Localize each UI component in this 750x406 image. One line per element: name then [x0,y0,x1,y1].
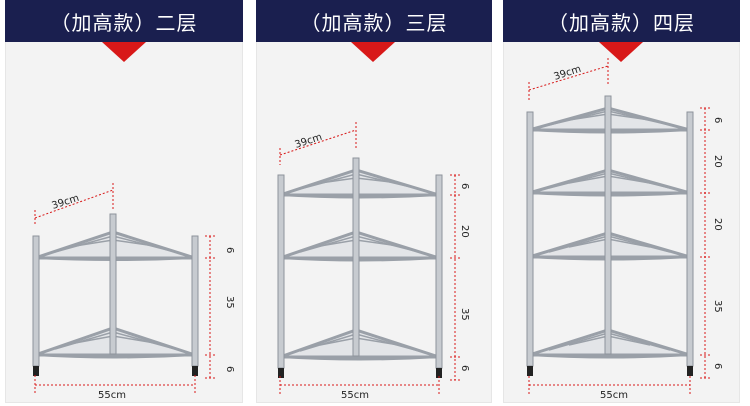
height-label: 20 [712,155,723,168]
bottom-width-label: 55cm [341,390,369,401]
height-label: 6 [224,247,235,253]
height-label: 20 [712,218,723,231]
product-panel-3-tier: （加高款）三层 [256,0,492,403]
height-label: 6 [459,365,470,371]
rack-illustration: 39cm 55cm 6 20 20 35 6 [526,58,723,401]
product-panel-2-tier: （加高款）二层 [5,0,243,403]
product-panel-4-tier: （加高款）四层 [503,0,740,403]
panel-title: （加高款）四层 [503,0,740,42]
rack-illustration: 39cm 55cm 6 35 6 [32,183,235,401]
panel-title: （加高款）二层 [5,0,243,42]
top-width-label: 39cm [294,132,324,151]
height-label: 20 [459,225,470,238]
rack-illustration: 39cm 55cm 6 20 35 6 [277,122,470,401]
height-label: 6 [712,117,723,123]
height-label: 35 [459,308,470,321]
height-label: 35 [712,300,723,313]
down-arrow-icon [102,42,146,62]
down-arrow-icon [351,42,395,62]
top-width-label: 39cm [553,64,583,83]
height-label: 35 [224,296,235,309]
height-label: 6 [459,183,470,189]
bottom-width-label: 55cm [98,390,126,401]
height-label: 6 [224,366,235,372]
down-arrow-icon [599,42,643,62]
bottom-width-label: 55cm [600,390,628,401]
height-label: 6 [712,363,723,369]
panel-title: （加高款）三层 [256,0,492,42]
top-width-label: 39cm [51,193,81,212]
